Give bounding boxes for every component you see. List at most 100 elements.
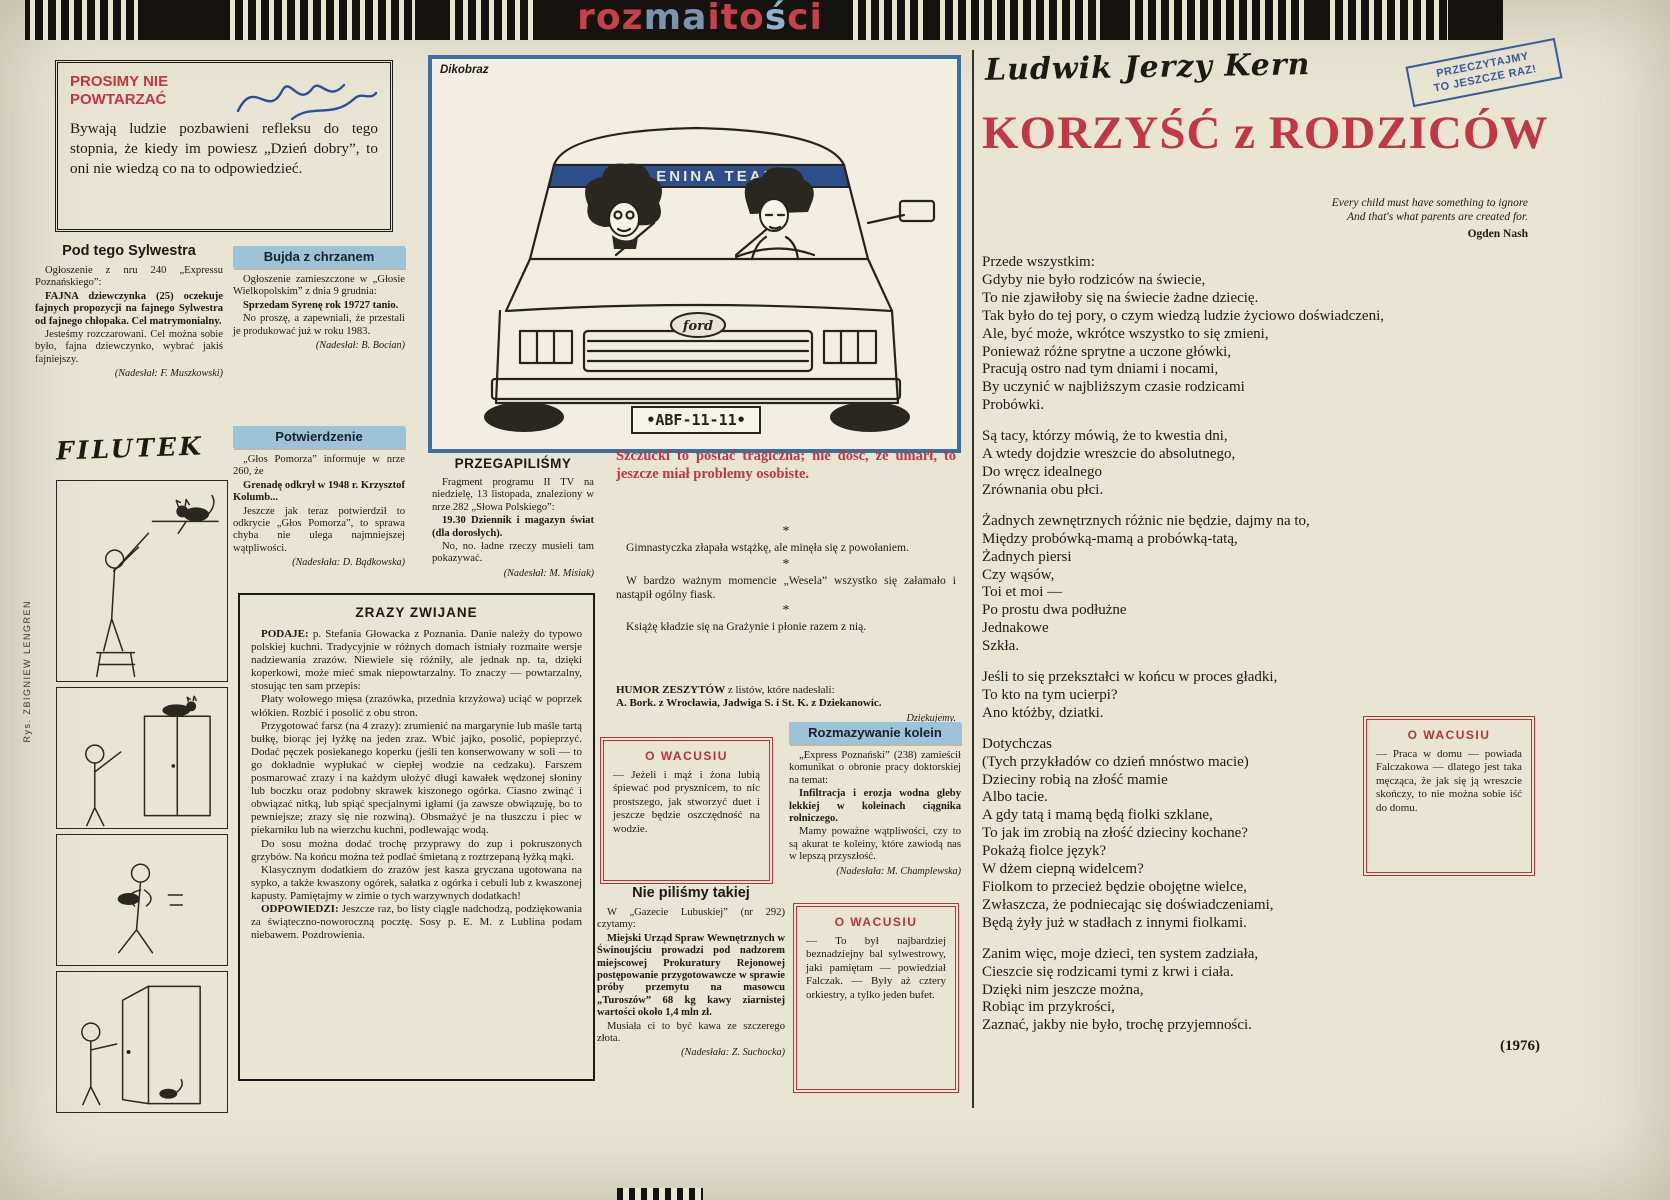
joke: Książę kładzie się na Grażynie i płonie … bbox=[626, 620, 867, 634]
paragraph: No proszę, a zapewniali, że przestali je… bbox=[233, 313, 405, 337]
poem-stanza: Zanim więc, moje dzieci, ten system zadz… bbox=[982, 945, 1259, 1034]
section-pod-tego-sylwestra: Pod tego Sylwestra Ogłoszenie z nru 240 … bbox=[35, 243, 223, 382]
paragraph-lead: ODPOWIEDZI: bbox=[261, 902, 339, 915]
section-heading: Potwierdzenie bbox=[233, 426, 405, 448]
box-body: — Praca w domu — powiada Falczakowa — dl… bbox=[1376, 748, 1522, 814]
comic-panel-3 bbox=[56, 834, 228, 966]
contributor-credit: (Nadesłała: Z. Suchocka) bbox=[681, 1047, 785, 1059]
comic-strip bbox=[56, 480, 228, 1118]
barcode-stripes bbox=[1130, 0, 1310, 40]
car-cartoon-frame: Dikobraz ZELENINA TEAM bbox=[428, 55, 961, 453]
red-note-szczucki: Szczucki to postać tragiczna; nie dość, … bbox=[616, 448, 956, 482]
barcode-stripes bbox=[853, 0, 923, 40]
joke: W bardzo ważnym momencie „Wesela” wszyst… bbox=[616, 573, 956, 601]
barcode-stripes bbox=[30, 0, 138, 40]
prosimy-box: PROSIMY NIE POWTARZAĆ Bywają ludzie pozb… bbox=[55, 60, 393, 232]
o-wacusiu-box-1: O WACUSIU — Jeżeli i mąż i żona lubią śp… bbox=[600, 737, 773, 884]
paragraph: No, no. ładne rzeczy musieli tam pokazyw… bbox=[432, 541, 594, 565]
section-przegapilismy: PRZEGAPILIŚMY Fragment programu II TV na… bbox=[432, 456, 594, 581]
barcode-stripes-bottom bbox=[617, 1188, 703, 1200]
paragraph: Klasycznym dodatkiem do zrazów jest kasz… bbox=[251, 863, 582, 902]
prosimy-body: Bywają ludzie pozbawieni refleksu do teg… bbox=[70, 120, 378, 177]
section-heading: Bujda z chrzanem bbox=[233, 246, 405, 268]
title-segment: ci bbox=[787, 0, 823, 38]
signature-scribble-icon bbox=[236, 83, 378, 121]
o-wacusiu-box-3: O WACUSIU — Praca w domu — powiada Falcz… bbox=[1363, 716, 1535, 876]
paragraph: Płaty wołowego mięsa (zrazówka, przednia… bbox=[251, 693, 582, 719]
paragraph: Sprzedam Syrenę rok 19727 tanio. bbox=[243, 299, 399, 311]
paragraph: Miejski Urząd Spraw Wewnętrznych w Świno… bbox=[597, 932, 785, 1019]
paragraph: Przygotować farsz (na 4 zrazy): zrumieni… bbox=[251, 719, 582, 837]
section-heading: PRZEGAPILIŚMY bbox=[454, 456, 572, 471]
paragraph: Musiała ci to być kawa ze szczerego złot… bbox=[597, 1020, 785, 1045]
windshield-banner-text: ZELENINA TEAM bbox=[619, 168, 779, 185]
box-body: — To był najbardziej beznadziejny bal sy… bbox=[806, 935, 946, 1001]
poem-stanza: Żadnych zewnętrznych różnic nie będzie, … bbox=[982, 512, 1310, 655]
paragraph-lead: PODAJE: bbox=[261, 628, 309, 640]
paragraph-lead: HUMOR ZESZYTÓW bbox=[616, 684, 726, 696]
section-heading: Nie piliśmy takiej bbox=[632, 885, 750, 901]
barcode-stripes bbox=[940, 0, 1100, 40]
barcode-stripes bbox=[1330, 0, 1448, 40]
separator-star: * bbox=[782, 603, 790, 619]
section-potwierdzenie: Potwierdzenie „Głos Pomorza” informuje w… bbox=[233, 426, 405, 571]
separator-star: * bbox=[782, 556, 790, 572]
paragraph: HUMOR ZESZYTÓW z listów, które nadesłali… bbox=[616, 684, 956, 697]
paragraph-text: z listów, które nadesłali: bbox=[725, 684, 835, 696]
humor-zeszytow: HUMOR ZESZYTÓW z listów, które nadesłali… bbox=[616, 684, 956, 726]
car-brand-logo: ford bbox=[682, 319, 713, 334]
title-segment: roz bbox=[577, 0, 644, 38]
paragraph: Grenadę odkrył w 1948 r. Krzysztof Kolum… bbox=[233, 479, 405, 504]
barcode-stripes bbox=[230, 0, 415, 40]
title-segment: ś bbox=[764, 0, 788, 38]
section-rozmazywanie-kolein: Rozmazywanie kolein „Express Poznański” … bbox=[789, 722, 961, 879]
contributor-credit: (Nadesłał: F. Muszkowski) bbox=[114, 368, 223, 380]
barcode-stripes bbox=[450, 0, 540, 40]
paragraph: Mamy poważne wątpliwości, czy to są akur… bbox=[789, 826, 961, 863]
poem-stanza: Jeśli to się przekształci w końcu w proc… bbox=[982, 669, 1278, 721]
cartoon-source-credit: Dikobraz bbox=[440, 64, 489, 76]
contributor-credit: (Nadesłał: M. Misiak) bbox=[503, 567, 594, 579]
section-nie-pilismy-takiej: Nie piliśmy takiej W „Gazecie Lubuskiej”… bbox=[597, 885, 785, 1061]
box-heading: O WACUSIU bbox=[834, 915, 918, 929]
contributor-credit: (Nadesłała: D. Bądkowska) bbox=[292, 557, 405, 569]
masthead: rozmaitości bbox=[25, 0, 1503, 40]
article-title: KORZYŚĆ z RODZICÓW bbox=[982, 107, 1549, 159]
contributor-names: A. Bork. z Wrocławia, Jadwiga S. i St. K… bbox=[616, 697, 882, 710]
paragraph: Infiltracja i erozja wodna gleby lekkiej… bbox=[789, 788, 961, 825]
paragraph: ODPOWIEDZI: Jeszcze raz, bo listy ciągle… bbox=[251, 903, 582, 942]
poem: Przede wszystkim: Gdyby nie było rodzicó… bbox=[982, 254, 1542, 1048]
comic-title: FILUTEK bbox=[55, 431, 205, 466]
box-heading: O WACUSIU bbox=[645, 749, 728, 763]
paragraph: PODAJE: p. Stefania Głowacka z Poznania.… bbox=[251, 628, 582, 693]
paragraph: „Express Poznański” (238) zamieścił komu… bbox=[789, 750, 961, 786]
paragraph-text: Jeszcze raz, bo listy ciągle nadchodzą, … bbox=[251, 902, 582, 942]
comic-panel-2 bbox=[56, 687, 228, 829]
paragraph: Jeszcze jak teraz potwierdził to odkryci… bbox=[233, 505, 405, 554]
filutek-comic: Rys. ZBIGNIEW LENGREN FILUTEK bbox=[22, 430, 228, 1113]
title-segment: ma bbox=[643, 0, 708, 38]
section-bujda-z-chrzanem: Bujda z chrzanem Ogłoszenie zamieszczone… bbox=[233, 246, 405, 353]
paragraph: „Głos Pomorza” informuje w nrze 260, że bbox=[233, 454, 405, 478]
contributor-credit: (Nadesłał: B. Bocian) bbox=[315, 340, 405, 352]
poem-stanza: Przede wszystkim: Gdyby nie było rodzicó… bbox=[982, 254, 1385, 414]
jokes-column: * Gimnastyczka złapała wstążkę, ale minę… bbox=[616, 522, 956, 634]
joke: Gimnastyczka złapała wstążkę, ale minęła… bbox=[626, 541, 909, 554]
paragraph: W „Gazecie Lubuskiej” (nr 292) czytamy: bbox=[597, 907, 785, 931]
poem-stanza: Dotychczas (Tych przykładów co dzień mnó… bbox=[982, 735, 1274, 931]
section-heading: Rozmazywanie kolein bbox=[789, 722, 961, 744]
title-segment: ito bbox=[707, 0, 765, 38]
paragraph: Ogłoszenie z nru 240 „Expressu Poznański… bbox=[35, 265, 223, 289]
section-heading: Pod tego Sylwestra bbox=[62, 243, 196, 259]
epigraph-text: Every child must have something to ignor… bbox=[1331, 197, 1528, 223]
paragraph: 19.30 Dziennik i magazyn świat (dla doro… bbox=[432, 515, 594, 539]
paragraph: Jesteśmy rozczarowani. Cel można sobie b… bbox=[35, 329, 223, 365]
poem-stanza: Są tacy, którzy mówią, że to kwestia dni… bbox=[982, 428, 1236, 498]
thanks-note: Dziękujemy. bbox=[906, 713, 956, 725]
comic-artist-credit: Rys. ZBIGNIEW LENGREN bbox=[22, 600, 32, 743]
paragraph-text: p. Stefania Głowacka z Poznania. Danie n… bbox=[251, 628, 582, 693]
box-body: — Jeżeli i mąż i żona lubią śpiewać pod … bbox=[613, 769, 760, 835]
paragraph: FAJNA dziewczynka (25) oczekuje fajnych … bbox=[35, 290, 223, 327]
comic-panel-1 bbox=[56, 480, 228, 682]
